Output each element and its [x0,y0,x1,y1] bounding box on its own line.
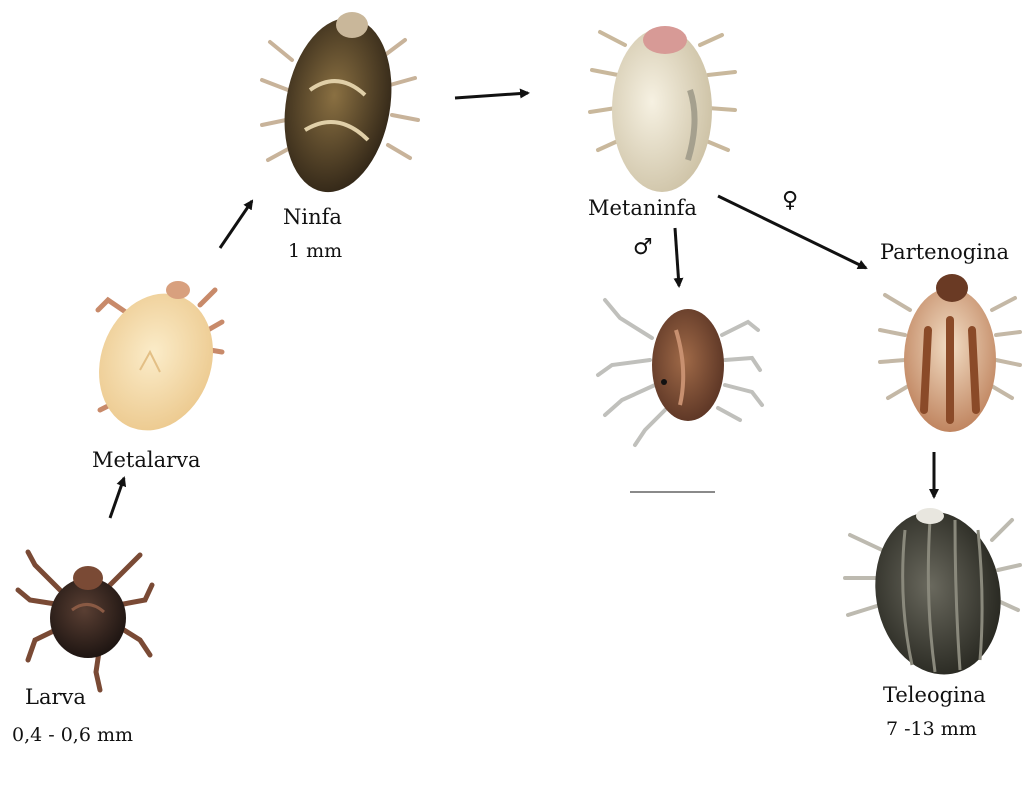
teleogina-illustration [845,501,1020,684]
ninfa-label: Ninfa [283,205,342,229]
arrow-icon [110,478,124,518]
ninfa-size-label: 1 mm [288,240,342,262]
teleogina-size-label: 7 -13 mm [886,718,977,740]
female-symbol: ♀ [782,188,798,213]
male-tick-illustration [598,300,762,445]
ninfa-illustration [262,9,418,200]
arrow-icon [675,228,679,286]
teleogina-label: Teleogina [883,683,986,707]
larva-size-label: 0,4 - 0,6 mm [12,724,133,746]
metaninfa-label: Metaninfa [588,196,697,220]
male-symbol: ♂ [633,235,653,260]
arrow-icon [455,93,528,98]
arrow-icon [220,201,252,248]
partenogina-illustration [880,274,1020,432]
larva-label: Larva [25,685,86,709]
metalarva-illustration [80,277,231,446]
metaninfa-illustration [590,26,735,192]
metalarva-label: Metalarva [92,448,201,472]
larva-illustration [18,552,152,690]
partenogina-label: Partenogina [880,240,1009,264]
